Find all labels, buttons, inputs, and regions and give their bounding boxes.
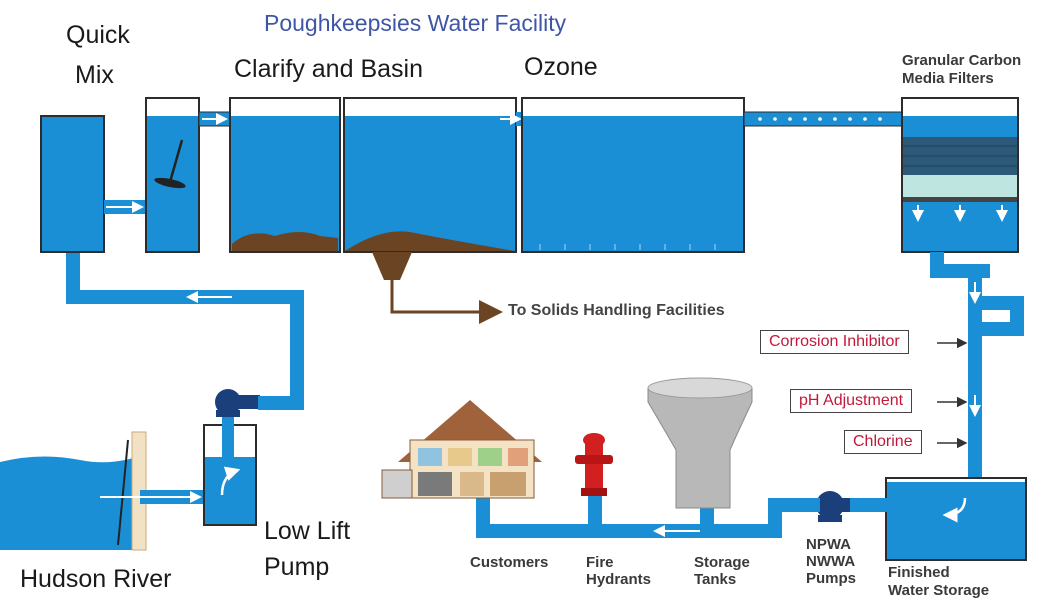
basin-tank bbox=[345, 116, 515, 251]
gac-label-line1: Granular Carbon bbox=[902, 52, 1022, 69]
sludge-hopper bbox=[372, 252, 412, 280]
low-lift-label-line1: Low Lift bbox=[264, 517, 351, 545]
low-lift-label-line2: Pump bbox=[264, 553, 330, 581]
clarify-label: Clarify and Basin bbox=[234, 55, 423, 83]
sand-layer bbox=[903, 175, 1017, 197]
fire-hydrant-icon bbox=[575, 433, 613, 496]
pumps-label-line2: NWWA bbox=[806, 553, 856, 570]
quick-mix-label-line2: Mix bbox=[75, 61, 114, 89]
pumps-label-line3: Pumps bbox=[806, 570, 857, 587]
ph-adjustment-box: pH Adjustment bbox=[790, 389, 913, 413]
ozone-tank bbox=[523, 116, 743, 251]
finished-storage-label-line2: Water Storage bbox=[888, 582, 990, 599]
storage-tank-icon bbox=[647, 377, 753, 509]
quick-mix-label-line1: Quick bbox=[66, 21, 130, 49]
clarify-tank bbox=[231, 116, 339, 251]
distribution-pump-icon bbox=[816, 491, 850, 522]
storage-tanks-label-line1: Storage bbox=[694, 554, 750, 571]
corrosion-inhibitor-box: Corrosion Inhibitor bbox=[760, 330, 909, 354]
low-lift-pump-icon bbox=[215, 389, 260, 417]
fire-hydrants-label-line1: Fire bbox=[586, 554, 614, 571]
storage-tanks-label-line2: Tanks bbox=[694, 571, 737, 588]
quick-mix-tank-1 bbox=[40, 115, 105, 253]
finished-storage-label-line1: Finished bbox=[888, 564, 950, 581]
diagram-title: Poughkeepsies Water Facility bbox=[264, 10, 567, 36]
gac-label-line2: Media Filters bbox=[902, 70, 994, 87]
customers-label: Customers bbox=[470, 554, 549, 571]
pumps-label-line1: NPWA bbox=[806, 536, 851, 553]
solids-label: To Solids Handling Facilities bbox=[508, 302, 725, 319]
fire-hydrants-label-line2: Hydrants bbox=[586, 571, 652, 588]
house-icon bbox=[381, 400, 542, 499]
hudson-river-label: Hudson River bbox=[20, 565, 172, 593]
finished-water-storage bbox=[887, 482, 1025, 559]
ozone-label: Ozone bbox=[524, 53, 598, 81]
hudson-river bbox=[0, 456, 140, 550]
chlorine-box: Chlorine bbox=[844, 430, 922, 454]
